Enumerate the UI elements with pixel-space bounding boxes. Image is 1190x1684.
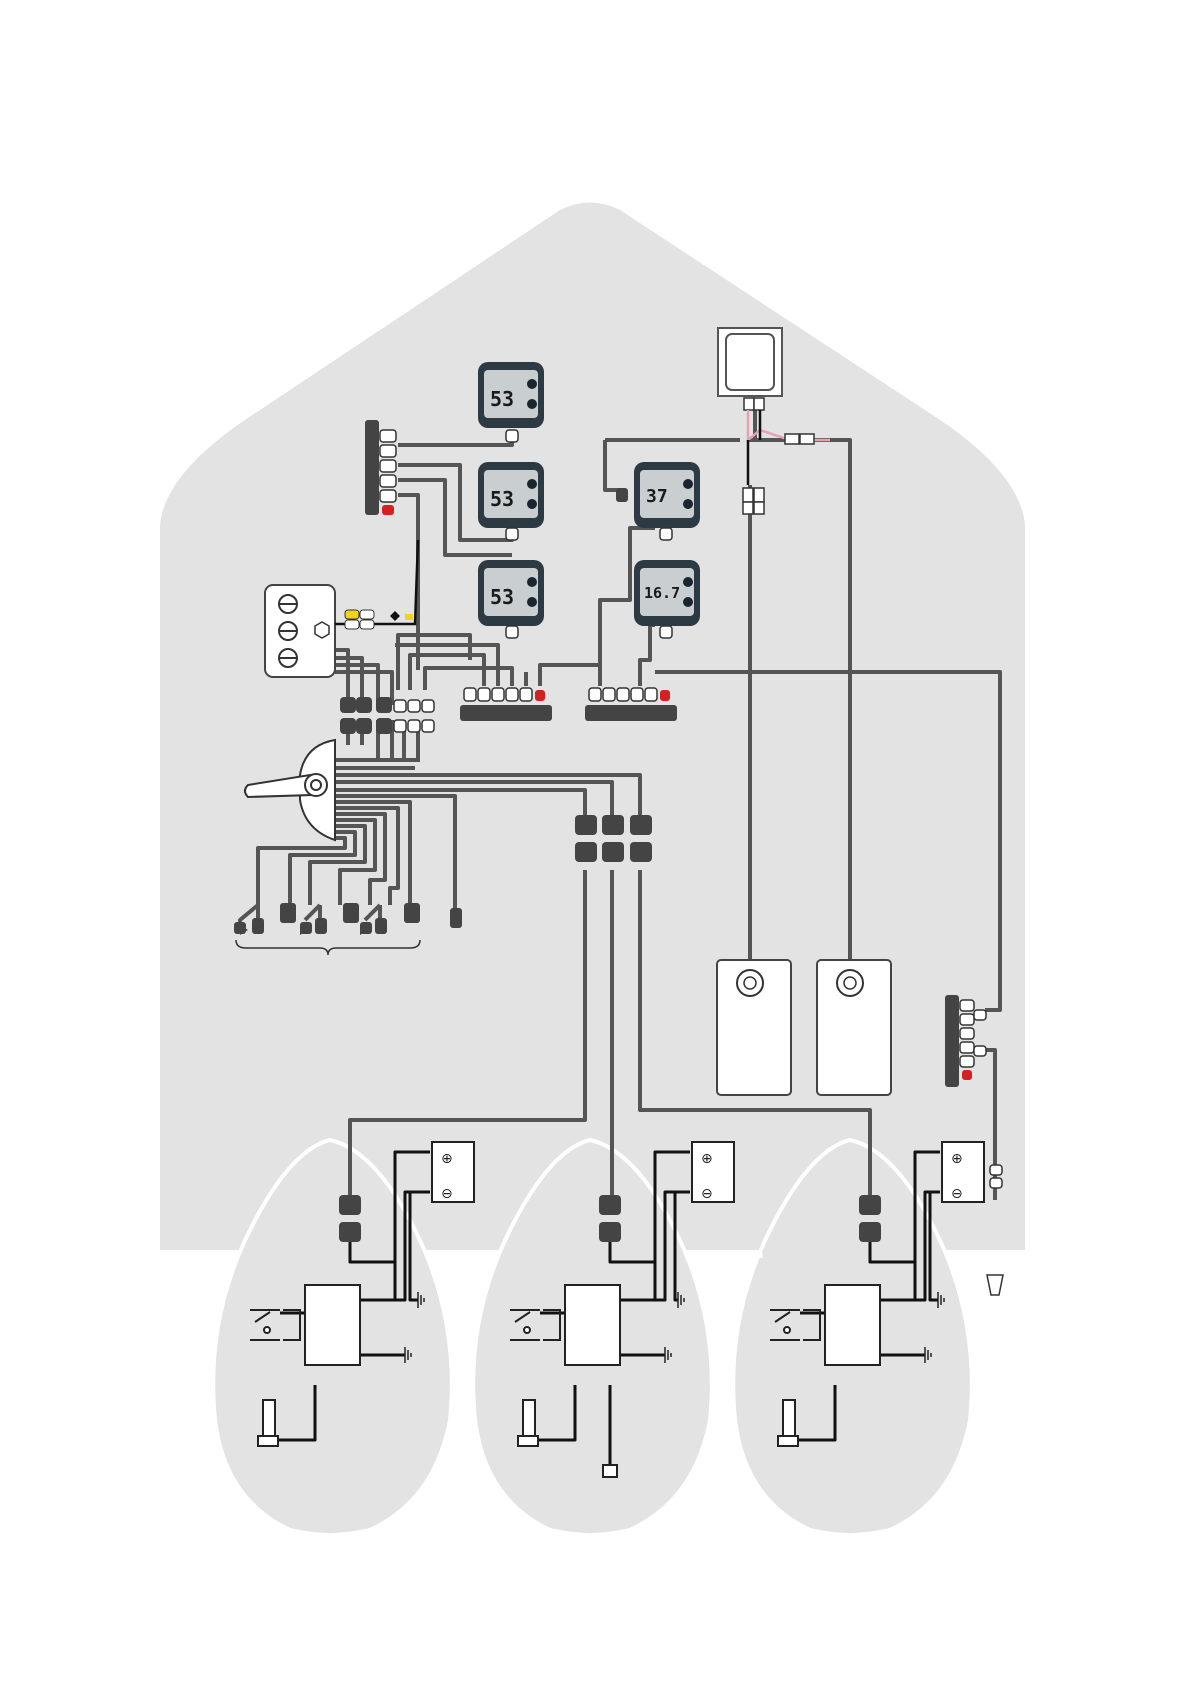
gauge-4-side-connector [616,488,628,502]
battery-icon: ⊕ ⊖ [942,1142,984,1202]
gauge-display-5: 16.7 [634,560,700,626]
battery-positive: ⊕ [441,1151,453,1167]
battery-icon: ⊕ ⊖ [432,1142,474,1202]
fuel-tank-icon [817,960,891,1095]
gauge-5-reading: 16.7 [644,584,680,602]
gauge-4-reading: 37 [646,486,668,507]
engine-ecu-icon [825,1285,880,1365]
hull-outline [160,203,1025,1266]
inline-connector [743,488,753,502]
ignition-switch-panel-icon [265,585,335,677]
battery-negative: ⊖ [951,1186,963,1202]
engine-ecu-icon [305,1285,360,1365]
inline-connector [743,502,753,514]
engine-ecu-icon [565,1285,620,1365]
gauge-1-reading: 53 [490,387,514,411]
gauge-display-1: 53 [478,362,544,428]
fuse-holder [800,434,814,444]
network-hub-vertical [365,420,396,515]
gauge-2-reading: 53 [490,487,514,511]
gauge-display-2: 53 [478,462,544,528]
terminator-plug [603,1465,617,1477]
battery-icon: ⊕ ⊖ [692,1142,734,1202]
battery-negative: ⊖ [701,1186,713,1202]
battery-positive: ⊕ [701,1151,713,1167]
gauge-3-reading: 53 [490,585,514,609]
inline-connector [754,502,764,514]
gauge-display-3: 53 [478,560,544,626]
battery-negative: ⊖ [441,1186,453,1202]
battery-positive: ⊕ [951,1151,963,1167]
fuel-tank-icon [717,960,791,1095]
fuse-holder [785,434,799,444]
gauge-display-4: 37 [634,462,700,528]
inline-connector [754,488,764,502]
